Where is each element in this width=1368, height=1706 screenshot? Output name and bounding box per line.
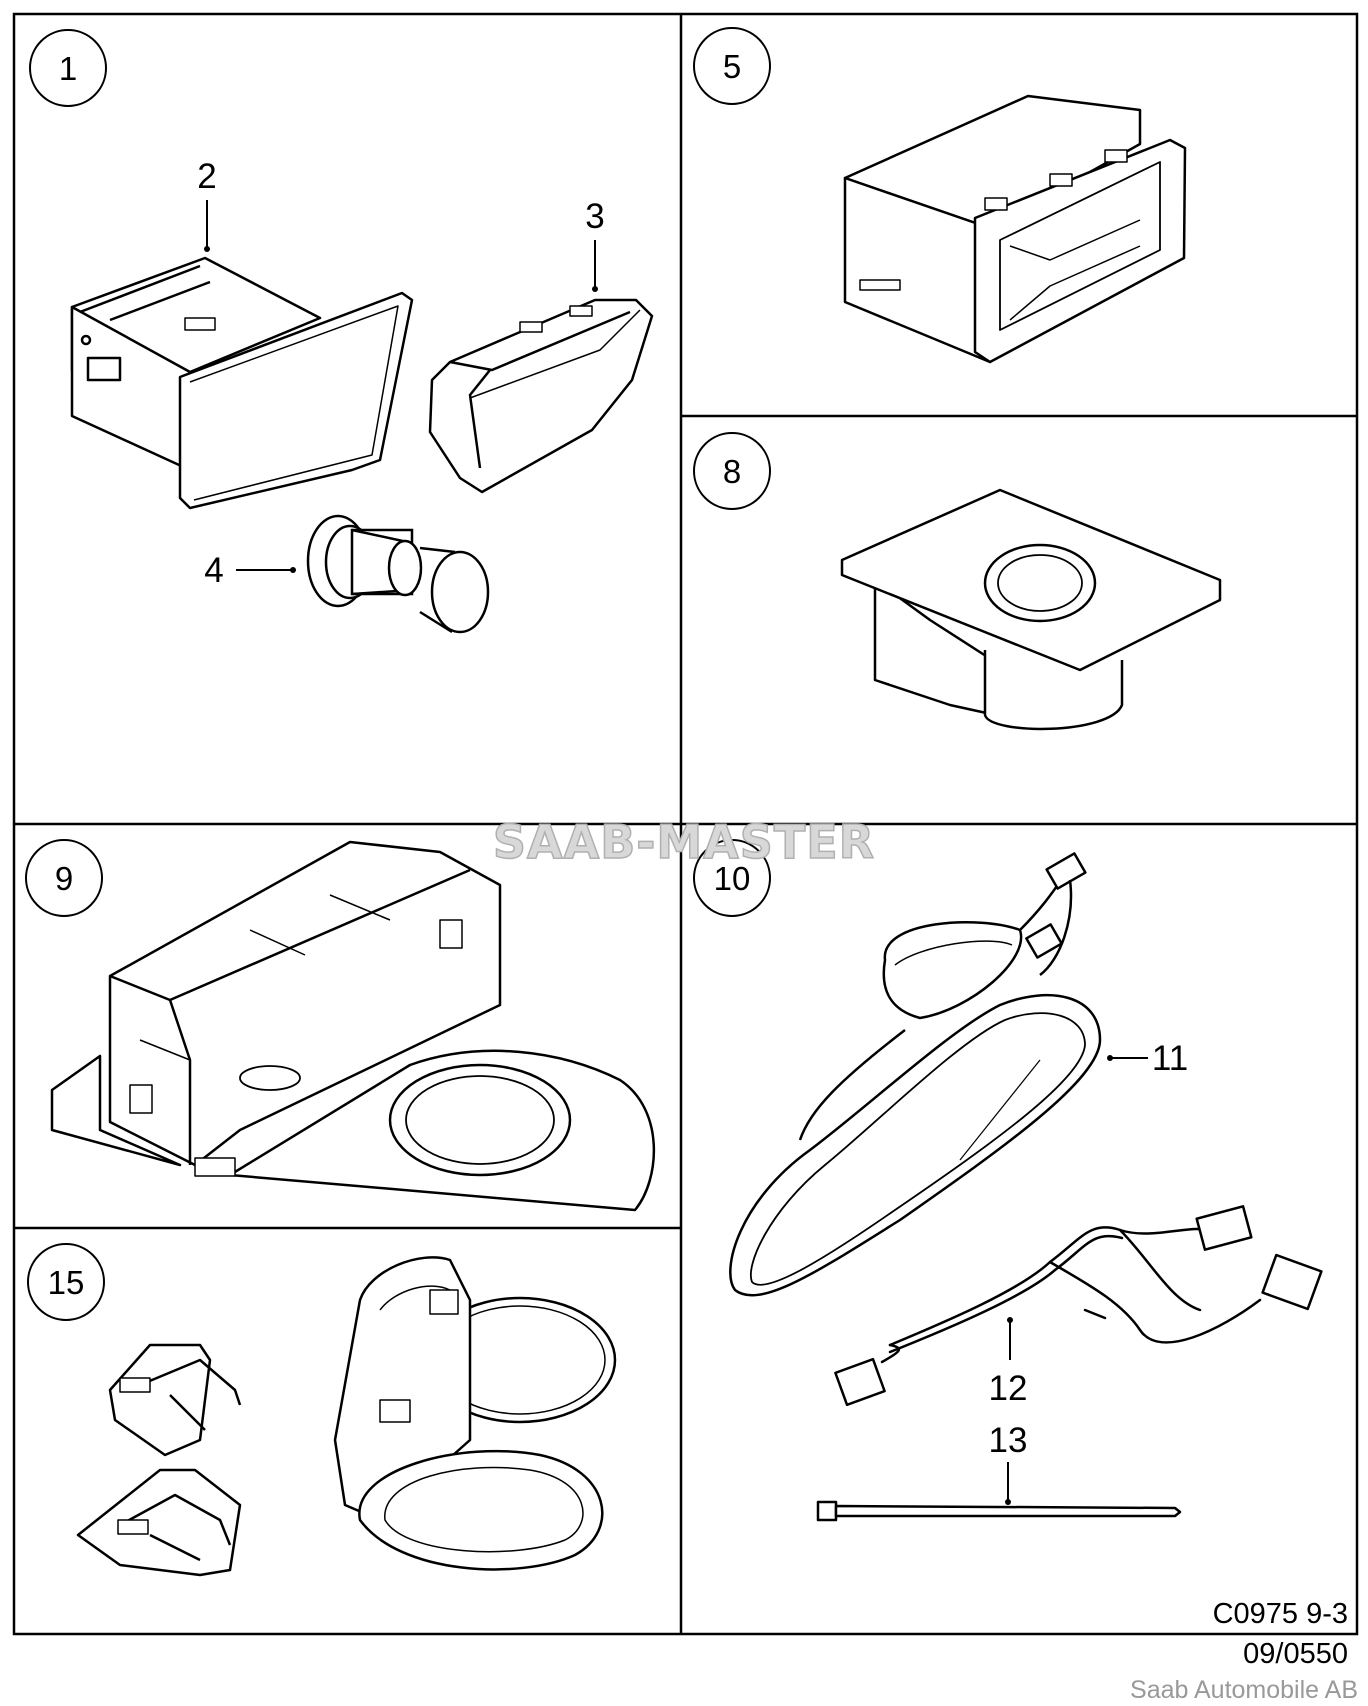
cable-tie-illustration	[816, 1500, 1182, 1522]
panel-number-circle	[25, 839, 103, 917]
date-code: 09/0550	[1243, 1638, 1348, 1670]
panel-9: 9	[25, 839, 656, 1212]
clip-illustration	[76, 1468, 242, 1577]
wiring-harness-illustration	[834, 1205, 1323, 1407]
cigarette-lighter-illustration	[306, 514, 490, 634]
panel-number-circle	[693, 839, 771, 917]
callout-2: 2	[197, 157, 216, 196]
panel-5: 5	[693, 27, 1187, 364]
panel-grid	[12, 12, 1359, 1636]
reference-code: C0975 9-3	[1213, 1598, 1348, 1630]
ashtray-insert-illustration	[428, 298, 654, 494]
panel-number-circle	[27, 1243, 105, 1321]
panel-number-circle	[693, 432, 771, 510]
leader-dot	[1005, 1499, 1011, 1505]
clip-illustration	[108, 1343, 242, 1457]
leader-dot	[1107, 1055, 1113, 1061]
panel-15: 15	[27, 1243, 617, 1577]
rear-view-mirror-illustration	[729, 852, 1102, 1297]
panel-number: 8	[723, 453, 741, 490]
ashtray-illustration	[70, 256, 414, 510]
panel-number-circle	[693, 27, 771, 105]
callout-12: 12	[989, 1369, 1028, 1408]
panel-number: 15	[48, 1264, 85, 1301]
storage-box-illustration	[843, 94, 1187, 364]
panel-number: 9	[55, 860, 73, 897]
leader-dot	[1007, 1317, 1013, 1323]
leader-dot	[204, 246, 210, 252]
cup-holder-panel-illustration	[840, 488, 1222, 731]
callout-4: 4	[204, 551, 223, 590]
callout-11: 11	[1152, 1039, 1188, 1078]
panel-number: 10	[714, 860, 751, 897]
cup-holder-frame-illustration	[50, 840, 656, 1212]
panel-number: 1	[59, 50, 77, 87]
panel-8: 8	[693, 432, 1222, 731]
panel-number: 5	[723, 48, 741, 85]
leader-dot	[290, 567, 296, 573]
fold-out-cup-holder-illustration	[333, 1256, 617, 1571]
panel-number-circle	[29, 29, 107, 107]
callout-13: 13	[989, 1421, 1028, 1460]
watermark: SAAB-MASTER	[493, 815, 875, 869]
leader-dot	[592, 286, 598, 292]
copyright: Saab Automobile AB	[1130, 1676, 1358, 1704]
panel-10: 10 11 1	[693, 839, 1323, 1522]
callout-3: 3	[585, 197, 604, 236]
panel-1: 1 2 3	[29, 29, 654, 634]
